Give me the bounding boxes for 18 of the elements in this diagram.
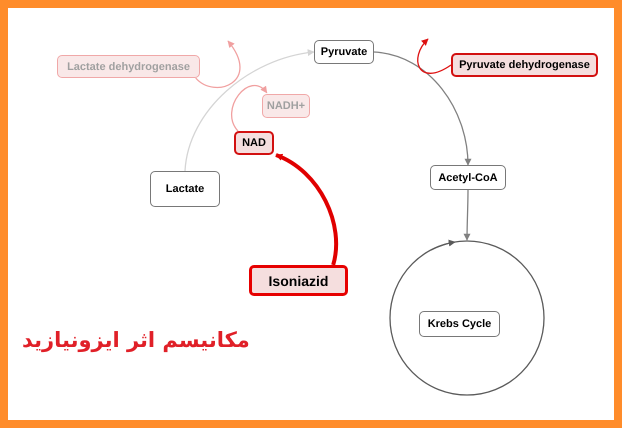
highlighted-box: NAD <box>234 131 274 155</box>
metabolite-box: Acetyl-CoA <box>430 165 506 190</box>
cycle-circle <box>389 240 545 396</box>
enzyme-box: NADH+ <box>262 94 310 118</box>
highlighted-box: Pyruvate dehydrogenase <box>451 53 598 77</box>
metabolite-box: Lactate <box>150 171 220 207</box>
arrow <box>195 40 241 88</box>
arrow <box>231 85 268 132</box>
arrow <box>374 51 472 166</box>
enzyme-box: Lactate dehydrogenase <box>57 55 200 78</box>
arrow <box>464 190 471 241</box>
arrow <box>184 50 315 172</box>
drug-box: Isoniazid <box>249 265 348 296</box>
metabolite-box: Pyruvate <box>314 40 374 64</box>
arrow <box>417 38 452 74</box>
title: مکانیسم اثر ایزونیازید <box>22 328 250 352</box>
arrow <box>275 153 338 266</box>
metabolite-box: Krebs Cycle <box>419 311 500 337</box>
